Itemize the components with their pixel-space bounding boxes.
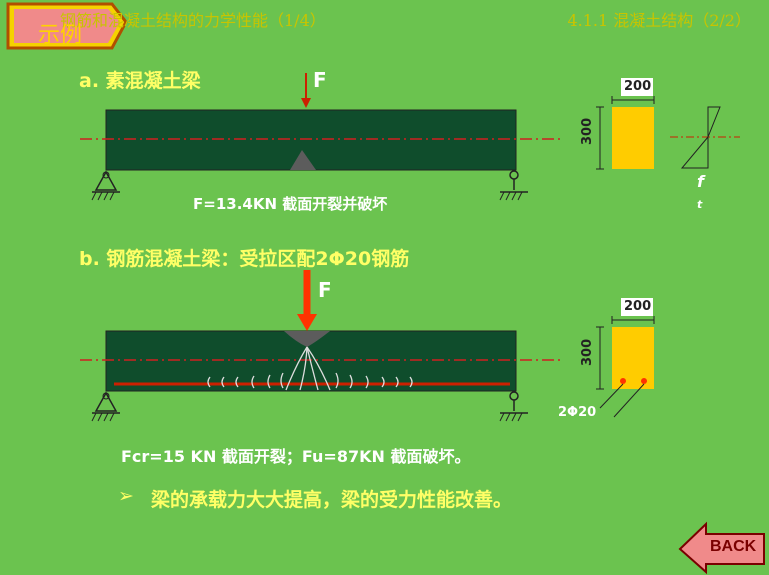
result-b-text: Fcr=15 KN 截面开裂；Fu=87KN 截面破坏。 bbox=[121, 447, 471, 466]
header-left-title: 钢筋和混凝土结构的力学性能（1/4） bbox=[60, 11, 326, 30]
rebar-dot bbox=[641, 378, 647, 384]
stress-diagram bbox=[670, 106, 740, 169]
arrow-bullet-icon: ➢ bbox=[118, 485, 134, 507]
support-roller-b bbox=[499, 391, 528, 422]
width-dim-a: 200 bbox=[624, 79, 652, 94]
example-tag bbox=[6, 2, 128, 50]
force-label-b: F bbox=[318, 278, 332, 302]
header-right-title: 4.1.1 混凝土结构（2/2） bbox=[567, 11, 751, 30]
result-a-text: F=13.4KN 截面开裂并破坏 bbox=[193, 195, 388, 213]
conclusion-text: 梁的承载力大大提高，梁的受力性能改善。 bbox=[151, 489, 513, 511]
beam-a bbox=[80, 109, 560, 171]
stress-subscript: t bbox=[697, 198, 703, 211]
section-a-label: a. 素混凝土梁 bbox=[79, 70, 201, 92]
force-label-a: F bbox=[313, 68, 327, 92]
force-arrow-b bbox=[297, 270, 317, 331]
rebar-dot bbox=[620, 378, 626, 384]
rebar-label: 2Φ20 bbox=[558, 405, 597, 420]
example-tag-label: 示例 bbox=[38, 23, 83, 48]
back-button-label: BACK bbox=[710, 538, 757, 555]
stress-label: f bbox=[697, 172, 704, 191]
height-dim-a: 300 bbox=[580, 117, 595, 145]
support-pin-a bbox=[91, 170, 120, 201]
cross-section-a bbox=[596, 78, 655, 170]
back-button-shape[interactable] bbox=[678, 521, 765, 575]
crack-a bbox=[290, 150, 316, 170]
support-pin-b bbox=[91, 391, 120, 422]
crush-zone-b bbox=[284, 331, 330, 347]
support-roller-a bbox=[499, 170, 528, 201]
cracks-b bbox=[207, 346, 413, 391]
beam-b bbox=[80, 330, 560, 392]
height-dim-b: 300 bbox=[580, 338, 595, 366]
force-arrow-a bbox=[301, 73, 311, 108]
cross-section-b bbox=[596, 298, 655, 418]
section-b-label: b. 钢筋混凝土梁：受拉区配2Φ20钢筋 bbox=[79, 248, 410, 270]
width-dim-b: 200 bbox=[624, 299, 652, 314]
